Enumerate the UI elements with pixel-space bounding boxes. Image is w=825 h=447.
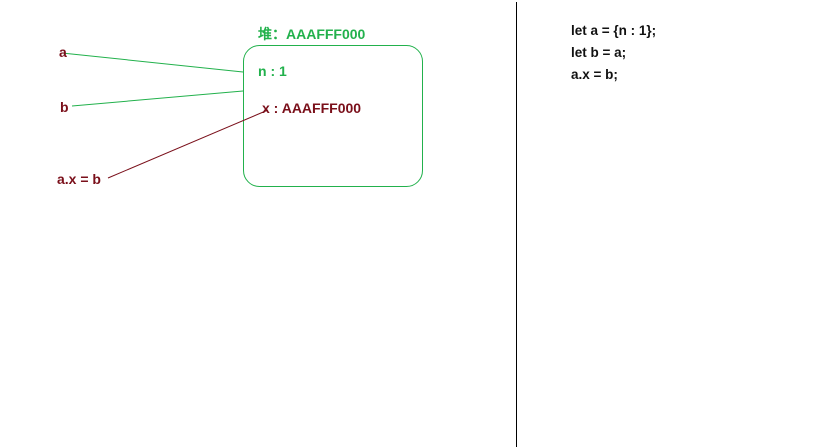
code-line: a.x = b;: [571, 67, 618, 82]
code-line: let b = a;: [571, 45, 627, 60]
ref-line-b: [71, 90, 244, 107]
heap-field-x: x : AAAFFF000: [262, 100, 362, 116]
code-line: let a = {n : 1};: [571, 23, 657, 38]
code-block: let a = {n : 1}; let b = a; a.x = b;: [571, 20, 656, 86]
assignment-ax-label: a.x = b: [57, 171, 101, 187]
heap-field-n: n : 1: [258, 63, 287, 79]
variable-a-label: a: [59, 44, 67, 60]
ref-line-a: [61, 52, 244, 73]
heap-title: 堆：AAAFFF000: [258, 26, 366, 42]
ref-line-ax: [107, 109, 269, 179]
variable-b-label: b: [60, 99, 69, 115]
heap-box: [243, 45, 423, 187]
